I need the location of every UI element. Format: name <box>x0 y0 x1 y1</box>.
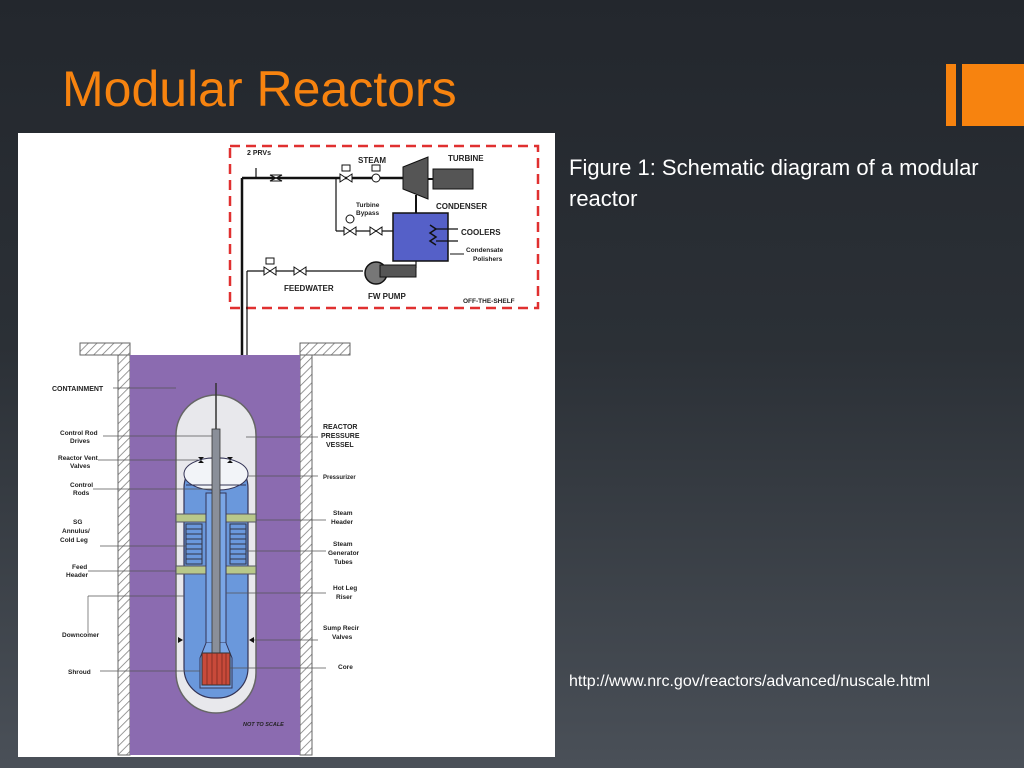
control-rod-drive-shaft <box>211 428 221 655</box>
feedwater-valve-icon <box>263 257 307 276</box>
label-feed-header-2: Header <box>66 572 89 579</box>
reactor-vent-valve-icon <box>198 457 233 463</box>
source-link[interactable]: http://www.nrc.gov/reactors/advanced/nus… <box>569 673 931 690</box>
label-turbine-bypass-2: Bypass <box>356 210 380 217</box>
label-containment: CONTAINMENT <box>52 386 104 393</box>
figure-caption: Figure 1: Schematic diagram of a modular… <box>569 155 979 211</box>
label-sg-3: Cold Leg <box>60 537 88 544</box>
label-sg-2: Annulus/ <box>62 528 90 535</box>
pool-wall-right-top <box>299 342 351 356</box>
label-prvs: 2 PRVs <box>247 150 271 157</box>
left-leader-lines <box>87 387 212 672</box>
label-fw-pump: FW PUMP <box>368 292 406 301</box>
label-hot-leg-riser-1: Hot Leg <box>333 585 357 592</box>
label-core: Core <box>338 664 353 671</box>
label-rpv-2: PRESSURE <box>321 433 360 440</box>
label-feed-header-1: Feed <box>72 564 87 571</box>
label-sump-recir-1: Sump Recir <box>323 625 360 632</box>
label-feedwater: FEEDWATER <box>284 284 334 293</box>
prv-valve-icon <box>269 174 283 182</box>
label-condensate-1: Condensate <box>466 247 504 254</box>
label-sg-tubes-1: Steam <box>333 541 353 548</box>
label-not-to-scale: NOT TO SCALE <box>243 722 284 728</box>
label-hot-leg-riser-2: Riser <box>336 594 353 601</box>
label-condensate-2: Polishers <box>473 256 503 263</box>
off-the-shelf-boundary <box>228 144 540 310</box>
accent-bar-wide <box>962 64 1024 126</box>
steam-valve-icon <box>339 164 381 183</box>
label-turbine: TURBINE <box>448 154 484 163</box>
label-pressurizer: Pressurizer <box>323 475 356 481</box>
label-sump-recir-2: Valves <box>332 634 353 641</box>
label-reactor-vent-valves-1: Reactor Vent <box>58 455 99 462</box>
generator-icon <box>432 168 474 190</box>
label-sg-1: SG <box>73 519 82 526</box>
label-steam: STEAM <box>358 156 386 165</box>
label-control-rod-drives-1: Control Rod <box>60 430 98 437</box>
turbine-icon <box>402 156 429 200</box>
label-control-rods-1: Control <box>70 482 93 489</box>
label-coolers: COOLERS <box>461 228 501 237</box>
pool-wall-left <box>117 354 131 756</box>
right-leader-lines <box>226 436 326 669</box>
pool-wall-right <box>299 354 313 756</box>
label-reactor-vent-valves-2: Valves <box>70 463 91 470</box>
pool-wall-left-top <box>79 342 131 356</box>
label-turbine-bypass-1: Turbine <box>356 202 380 209</box>
label-rpv-3: VESSEL <box>326 442 354 449</box>
label-shroud: Shroud <box>68 669 91 676</box>
label-steam-header-1: Steam <box>333 510 353 517</box>
label-sg-tubes-3: Tubes <box>334 559 353 566</box>
label-steam-header-2: Header <box>331 519 354 526</box>
label-control-rod-drives-2: Drives <box>70 438 90 445</box>
reactor-schematic-figure: 2 PRVs STEAM TURBINE Turbine Bypass COND… <box>18 133 555 757</box>
label-rpv-1: REACTOR <box>323 424 357 431</box>
label-sg-tubes-2: Generator <box>328 550 360 557</box>
reactor-schematic-svg: 2 PRVs STEAM TURBINE Turbine Bypass COND… <box>52 144 540 756</box>
sump-recirc-valve-icon <box>178 637 254 643</box>
steam-generator-tubes <box>185 523 247 565</box>
slide-title: Modular Reactors <box>62 61 457 117</box>
accent-bar-thin <box>946 64 956 126</box>
bypass-valve-icon <box>343 214 383 236</box>
label-off-the-shelf: OFF-THE-SHELF <box>463 298 515 305</box>
label-condenser: CONDENSER <box>436 202 487 211</box>
label-downcomer: Downcomer <box>62 632 100 639</box>
condenser-icon <box>392 212 449 262</box>
label-control-rods-2: Rods <box>73 490 90 497</box>
